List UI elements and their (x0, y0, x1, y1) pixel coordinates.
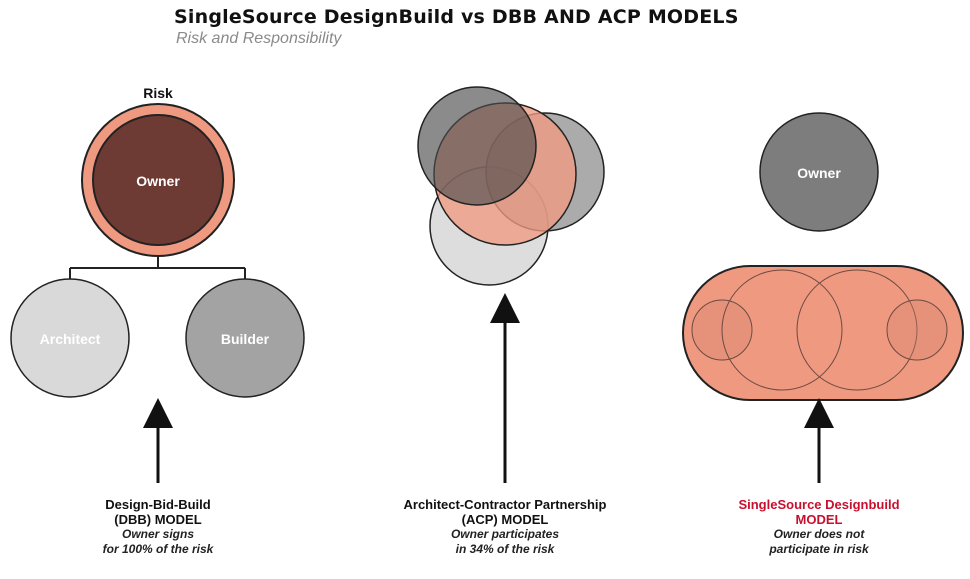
acp-dark-circle (417, 86, 537, 206)
dbb-caption-note-2: for 100% of the risk (102, 542, 214, 556)
acp-caption-title: Architect-Contractor Partnership (403, 497, 607, 512)
page-subtitle: Risk and Responsibility (176, 30, 342, 47)
acp-caption-note-2: in 34% of the risk (455, 542, 555, 556)
dbb-caption-note-1: Owner signs (121, 527, 195, 541)
dbb-caption-model: (DBB) MODEL (114, 512, 202, 527)
acp-model (417, 86, 605, 483)
ss-inner-circle-3 (796, 269, 918, 391)
dbb-risk-label: Risk (143, 85, 173, 101)
ss-caption-note-1: Owner does not (773, 527, 865, 541)
dbb-model: Risk Owner Architect Builder (10, 85, 305, 483)
acp-caption: Architect-Contractor Partnership (ACP) M… (375, 497, 635, 557)
ss-inner-circle-4 (886, 299, 948, 361)
dbb-caption-title: Design-Bid-Build (105, 497, 211, 512)
dbb-caption: Design-Bid-Build (DBB) MODEL Owner signs… (28, 497, 288, 557)
dbb-owner-label: Owner (136, 173, 180, 189)
acp-caption-model: (ACP) MODEL (461, 512, 549, 527)
acp-caption-note-1: Owner participates (450, 527, 560, 541)
ss-owner-circle (759, 112, 879, 232)
ss-model: Owner (682, 112, 964, 483)
dbb-builder-label: Builder (221, 331, 270, 347)
ss-inner-circle-2 (721, 269, 843, 391)
dbb-owner-circle (92, 114, 224, 246)
dbb-architect-circle (10, 278, 130, 398)
ss-owner-label: Owner (797, 165, 841, 181)
ss-caption: SingleSource Designbuild MODEL Owner doe… (689, 497, 949, 557)
dbb-builder-circle (185, 278, 305, 398)
ss-caption-title: SingleSource Designbuild (738, 497, 900, 512)
ss-caption-note-2: participate in risk (769, 542, 869, 556)
page-title: SingleSource DesignBuild vs DBB AND ACP … (174, 6, 739, 28)
dbb-architect-label: Architect (40, 331, 101, 347)
ss-caption-model: MODEL (795, 512, 843, 527)
